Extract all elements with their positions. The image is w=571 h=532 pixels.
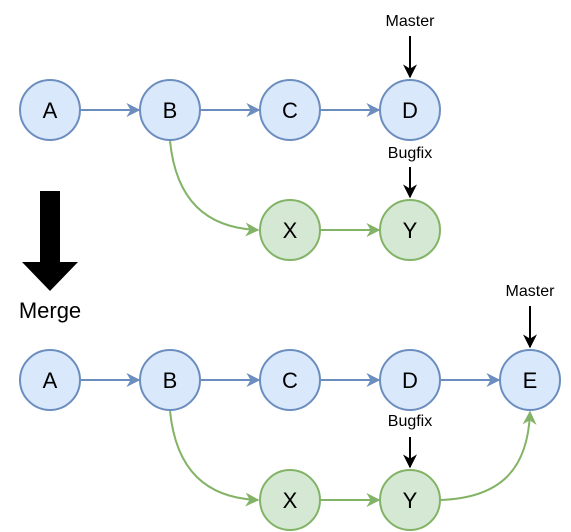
edge-b-x-after (169, 410, 260, 507)
svg-text:C: C (282, 98, 298, 123)
commit-node-c: C (259, 79, 321, 141)
svg-text:D: D (402, 98, 418, 123)
commit-node-d: D (379, 79, 441, 141)
master-label: Master (386, 13, 436, 30)
commit-node-b: B (139, 79, 201, 141)
before-merge-graph: Master Bugfix A B C D X Y (19, 13, 441, 261)
svg-text:E: E (523, 368, 538, 393)
commit-node-y-after: Y (379, 469, 441, 531)
edge-y-e-merge (439, 410, 537, 501)
svg-text:X: X (283, 218, 298, 243)
commit-node-d-after: D (379, 349, 441, 411)
commit-node-b-after: B (139, 349, 201, 411)
commit-node-e-after: E (499, 349, 561, 411)
commit-node-a: A (19, 79, 81, 141)
svg-text:Y: Y (403, 488, 418, 513)
bugfix-label: Bugfix (388, 145, 432, 162)
bugfix-label-after: Bugfix (388, 413, 432, 430)
merge-indicator: Merge (19, 191, 81, 323)
svg-text:A: A (43, 368, 58, 393)
svg-text:Y: Y (403, 218, 418, 243)
svg-text:B: B (163, 368, 178, 393)
svg-text:A: A (43, 98, 58, 123)
commit-node-x: X (259, 199, 321, 261)
after-merge-graph: Master Bugfix A B C D E X (19, 283, 561, 531)
master-label-after: Master (506, 283, 556, 300)
commit-node-a-after: A (19, 349, 81, 411)
svg-text:X: X (283, 488, 298, 513)
commit-node-c-after: C (259, 349, 321, 411)
merge-label: Merge (19, 298, 81, 323)
svg-text:D: D (402, 368, 418, 393)
commit-node-x-after: X (259, 469, 321, 531)
merge-down-arrow-icon (22, 191, 78, 291)
edge-b-x (169, 140, 260, 237)
svg-text:B: B (163, 98, 178, 123)
svg-text:C: C (282, 368, 298, 393)
commit-node-y: Y (379, 199, 441, 261)
